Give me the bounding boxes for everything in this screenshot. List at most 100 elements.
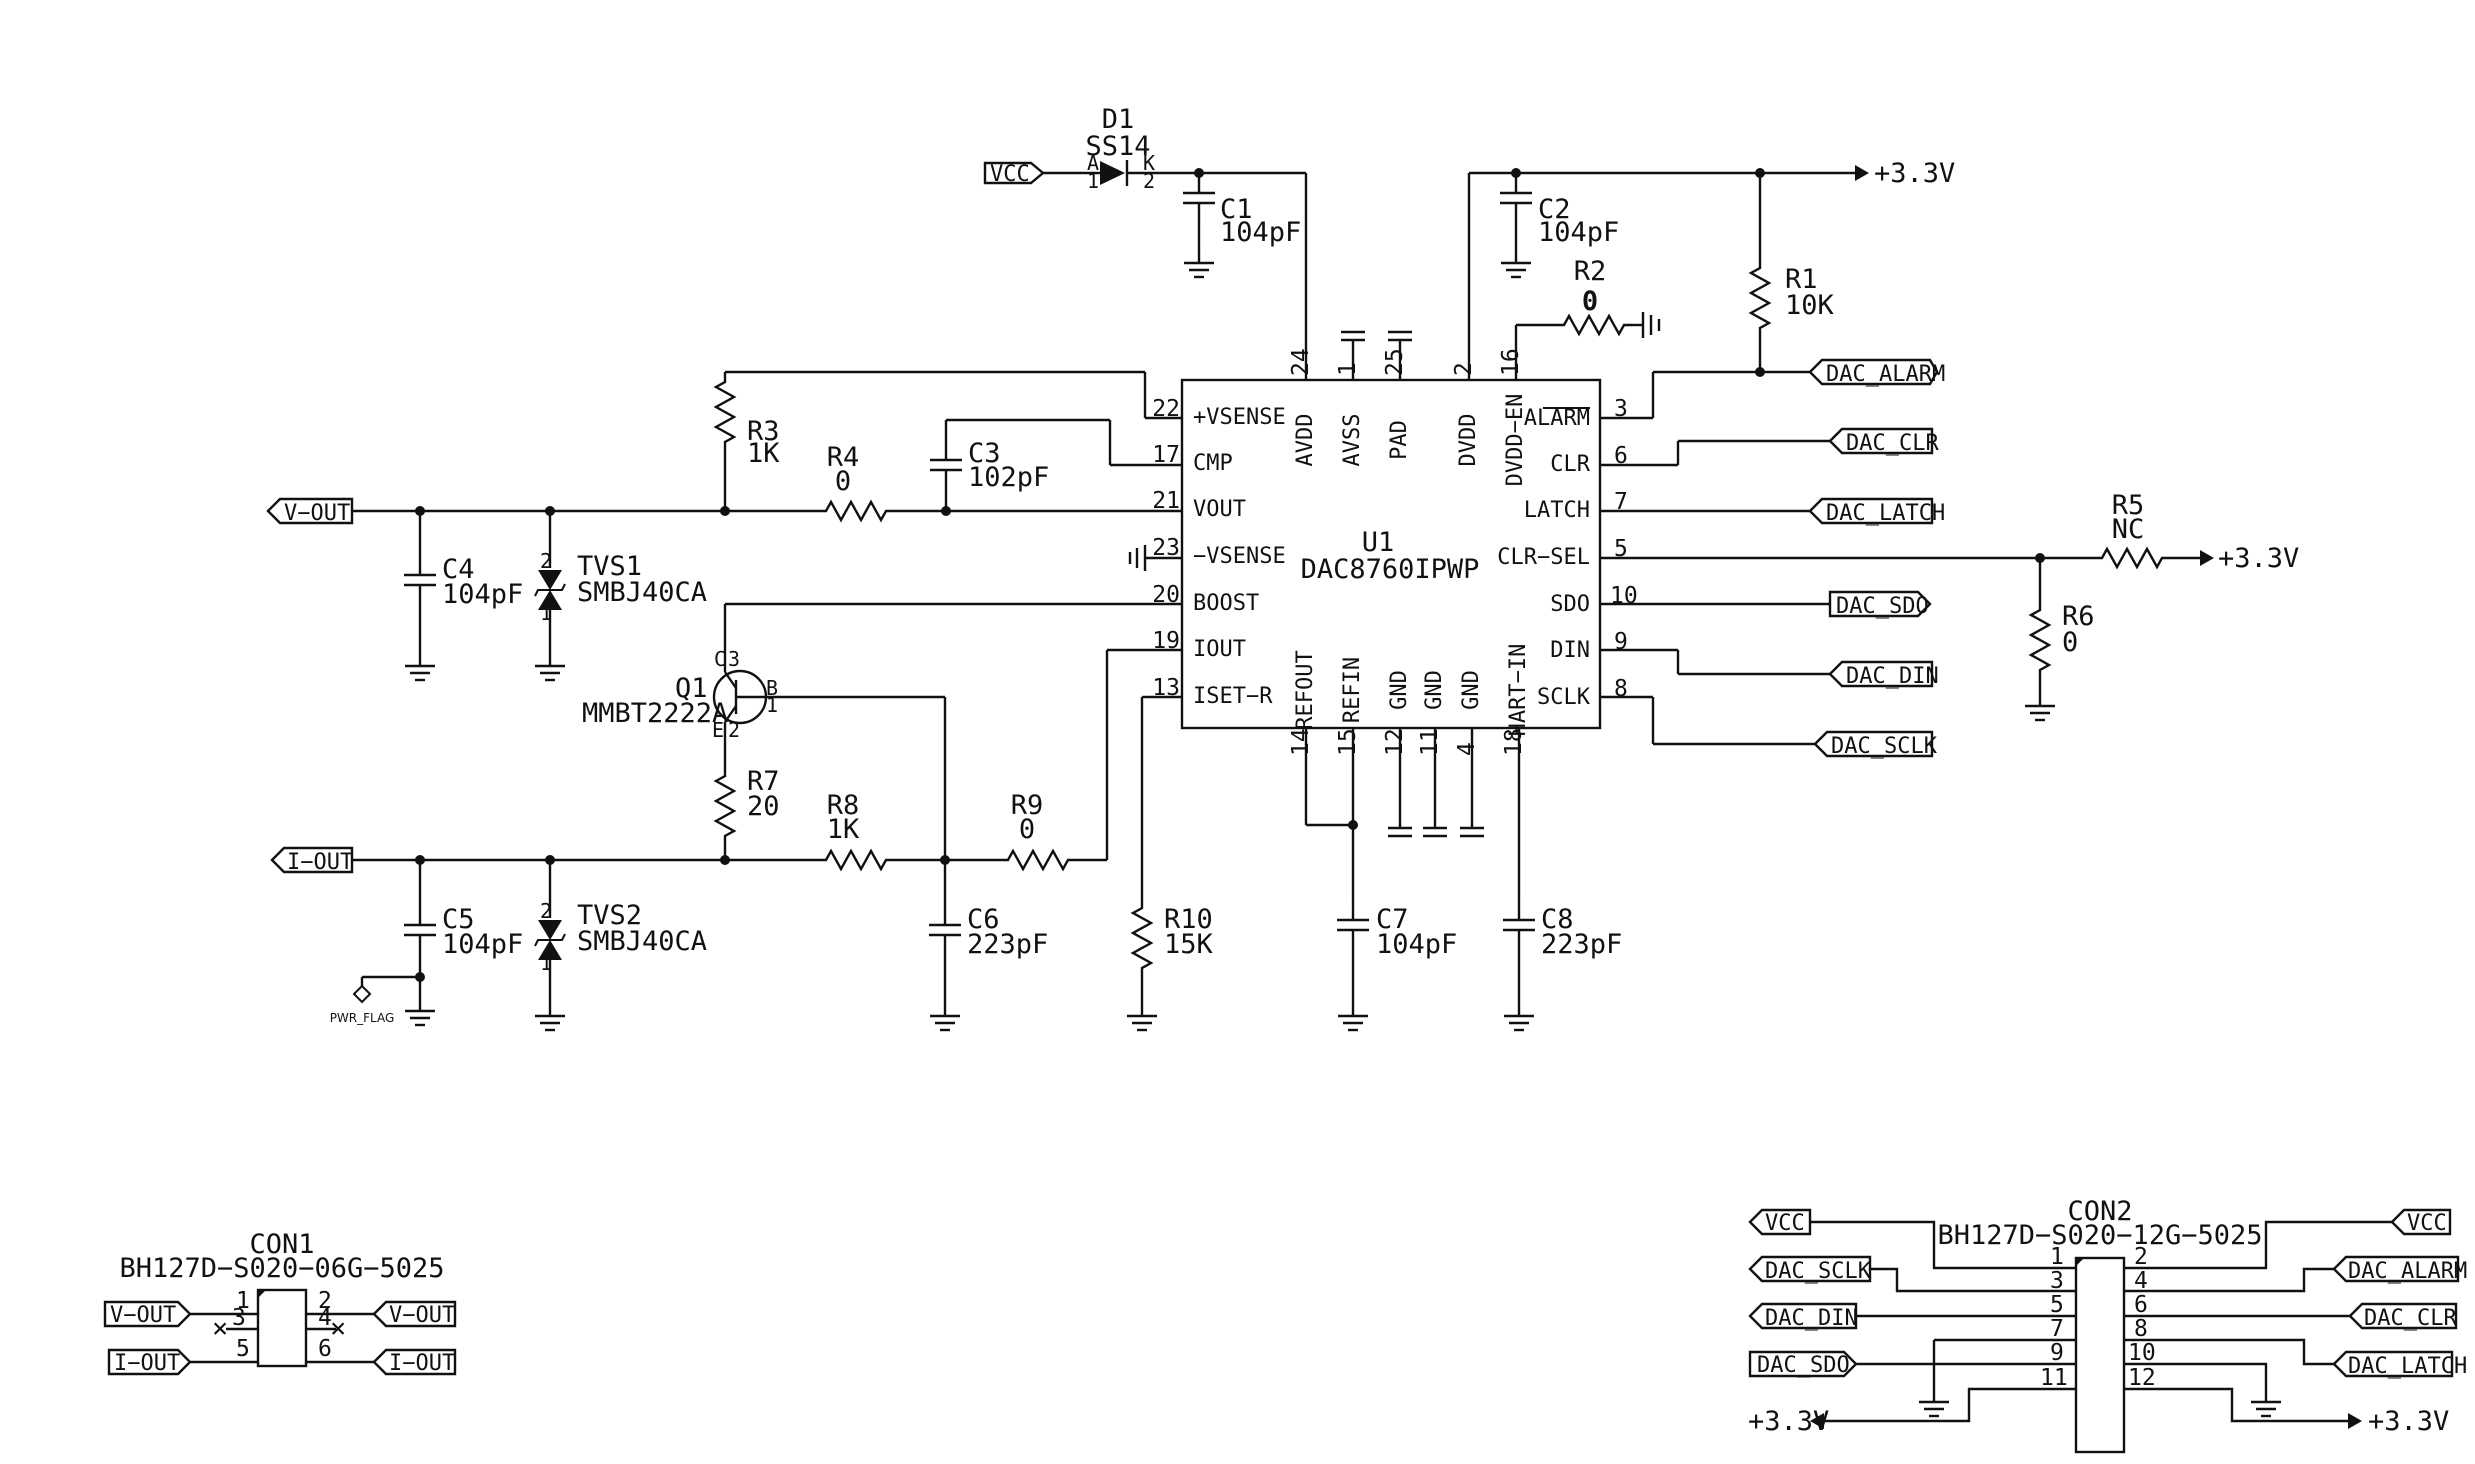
resistor-r2 [1554,314,1634,336]
tvs2-ref: TVS2 [577,900,642,931]
u1-pin-num: 11 [1417,728,1443,756]
u1-pin-name: REFOUT [1293,650,1318,729]
u1-pin-num: 21 [1152,488,1180,514]
u1-pin-name: IOUT [1193,637,1246,662]
c6-value: 223pF [967,929,1048,960]
r6-value: 0 [2062,627,2078,658]
con2-dac-alarm-text: DAC_ALARM [2348,1259,2467,1284]
gnd-c8 [1502,996,1536,1032]
q1-num-e: 2 [728,718,740,742]
avss-pad-ground [1341,330,1412,342]
net-label-dac-sclk-text: DAC_SCLK [1831,734,1938,759]
u1-pin-name: VOUT [1193,497,1246,522]
u1-pin-name: CLR−SEL [1497,545,1590,570]
dvdd-section: +3.3V C2 104pF R1 10K DAC_ALARM R2 0 [1469,158,1955,418]
r1-value: 10K [1785,290,1835,321]
con2-net-dac-sdo [1748,1350,1858,1378]
u1-pin-num: 16 [1498,348,1524,376]
con1-nc-marker: × [212,1313,228,1344]
c8-value: 223pF [1541,929,1622,960]
q1-value: MMBT2222A [582,698,728,729]
con1-net-i-out-right [372,1348,457,1376]
net-label-dac-clr-text: DAC_CLR [1846,431,1939,456]
net-label-dac-sdo [1828,590,1932,618]
d1-num-a: 1 [1087,169,1099,193]
r4-ref: R4 [827,442,860,473]
cap-c4 [402,553,438,607]
r8-ref: R8 [827,790,860,821]
u1-pin-name: ALARM [1524,406,1590,431]
con2-pin7: 7 [2050,1316,2064,1342]
c5-ref: C5 [442,904,475,935]
u1-pin-name: SDO [1550,592,1590,617]
voltage-output-section: V−OUT R4 0 R3 1K C3 102pF C4 104pF [266,370,1147,682]
con2-dac-latch-text: DAC_LATCH [2348,1354,2467,1379]
r10-value: 15K [1164,929,1214,960]
con1-body [256,1288,308,1368]
connector-con1: CON1 BH127D−S020−06G−5025 V−OUT 1 3 × I−… [103,1229,457,1376]
c4-ref: C4 [442,554,475,585]
resistor-r10 [1131,898,1153,978]
r2-ref: R2 [1574,256,1607,287]
gnd-c1 [1182,243,1216,279]
u1-pin-num: 12 [1382,728,1408,756]
power-label-3v3-top: +3.3V [1874,158,1955,189]
c1-ref: C1 [1220,194,1253,225]
con1-net-i-out-left [107,1348,192,1376]
con1-i-out-right-text: I−OUT [389,1351,455,1376]
pwr-flag-symbol [352,984,372,1004]
vcc-input-section: VCC D1 SS14 A 1 K 2 C1 104pF [983,104,1306,279]
con2-pin11: 11 [2040,1365,2068,1391]
con1-pin2: 2 [318,1288,332,1314]
net-label-dac-alarm-text: DAC_ALARM [1826,362,1945,387]
cap-c7 [1335,898,1371,952]
net-label-vcc-text: VCC [990,162,1030,187]
con2-net-dac-clr [2348,1302,2458,1330]
gnd-tvs1 [533,646,567,682]
q1-num-b: 1 [766,693,778,717]
c3-ref: C3 [968,438,1001,469]
u1-pin-num: 17 [1152,442,1180,468]
u1-pin-name: AVSS [1340,414,1365,467]
c7-value: 104pF [1376,929,1457,960]
u1-pin-name: LATCH [1524,498,1590,523]
current-output-section: Q1 MMBT2222A C 3 B 1 E 2 R7 20 I−OUT R8 … [270,602,1622,1032]
q1-ref: Q1 [675,673,708,704]
con2-dac-sdo-text: DAC_SDO [1757,1353,1850,1378]
u1-pin-num: 2 [1451,362,1477,376]
con2-pin8: 8 [2134,1316,2148,1342]
q1-num-c: 3 [728,647,740,671]
u1-pin-num: 14 [1288,728,1314,756]
con2-vcc-right-text: VCC [2407,1211,2447,1236]
con1-v-out-right-text: V−OUT [389,1303,455,1328]
u1-pin-name: GND [1387,670,1412,710]
net-label-dac-latch-text: DAC_LATCH [1826,501,1945,526]
con1-pin5: 5 [236,1336,250,1362]
con1-v-out-left-text: V−OUT [110,1303,176,1328]
resistor-r8 [816,849,896,871]
con2-net-vcc-right [2390,1208,2452,1236]
con1-net-v-out-left [103,1300,192,1328]
u1-gnd-bars [1388,826,1484,838]
vsense-ground [1128,545,1147,571]
power-arrow-3v3 [1855,165,1869,181]
r9-value: 0 [1019,814,1035,845]
r7-value: 20 [747,791,780,822]
gnd-r10 [1125,996,1159,1032]
con2-dac-din-text: DAC_DIN [1765,1306,1858,1331]
cap-c5 [402,903,438,957]
tvs1-ref: TVS1 [577,551,642,582]
r5-ref: R5 [2112,490,2145,521]
u1-pin-name: DIN [1550,638,1590,663]
tvs2-pin1: 1 [540,951,552,975]
net-label-vcc [983,161,1045,185]
resistor-r1 [1749,258,1771,338]
r8-value: 1K [827,814,860,845]
u1-pin-num: 18 [1501,728,1527,756]
con2-pin2: 2 [2134,1244,2148,1270]
pwr-flag-label: PWR_FLAG [330,1011,395,1025]
u1-pin-num: 25 [1382,348,1408,376]
d1-num-k: 2 [1143,169,1155,193]
con2-pin6: 6 [2134,1292,2148,1318]
